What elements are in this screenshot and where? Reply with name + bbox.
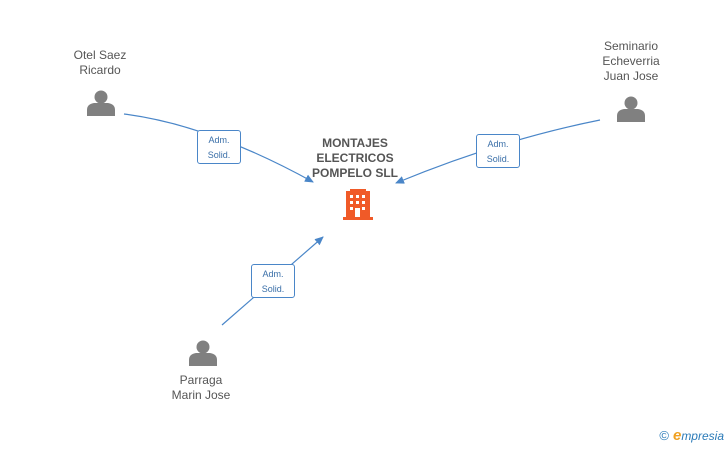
role-badge-parraga: Adm. Solid. (251, 264, 295, 298)
brand-logo-letter: e (672, 427, 682, 444)
empresia-watermark[interactable]: ©empresia (659, 427, 724, 444)
company-name[interactable]: MONTAJES ELECTRICOS POMPELO SLL (311, 136, 398, 180)
role-badge-seminario: Adm. Solid. (476, 134, 520, 168)
person-label-parraga[interactable]: Parraga Marin Jose (171, 373, 231, 402)
copyright-symbol: © (659, 428, 669, 443)
person-icon[interactable] (87, 90, 115, 117)
person-label-seminario[interactable]: Seminario Echeverria Juan Jose (602, 39, 660, 83)
person-icon[interactable] (189, 340, 217, 367)
person-icon[interactable] (617, 96, 645, 123)
role-badge-otel: Adm. Solid. (197, 130, 241, 164)
brand-name: mpresia (681, 429, 724, 443)
building-icon[interactable] (343, 189, 373, 220)
person-label-otel[interactable]: Otel Saez Ricardo (73, 48, 127, 77)
